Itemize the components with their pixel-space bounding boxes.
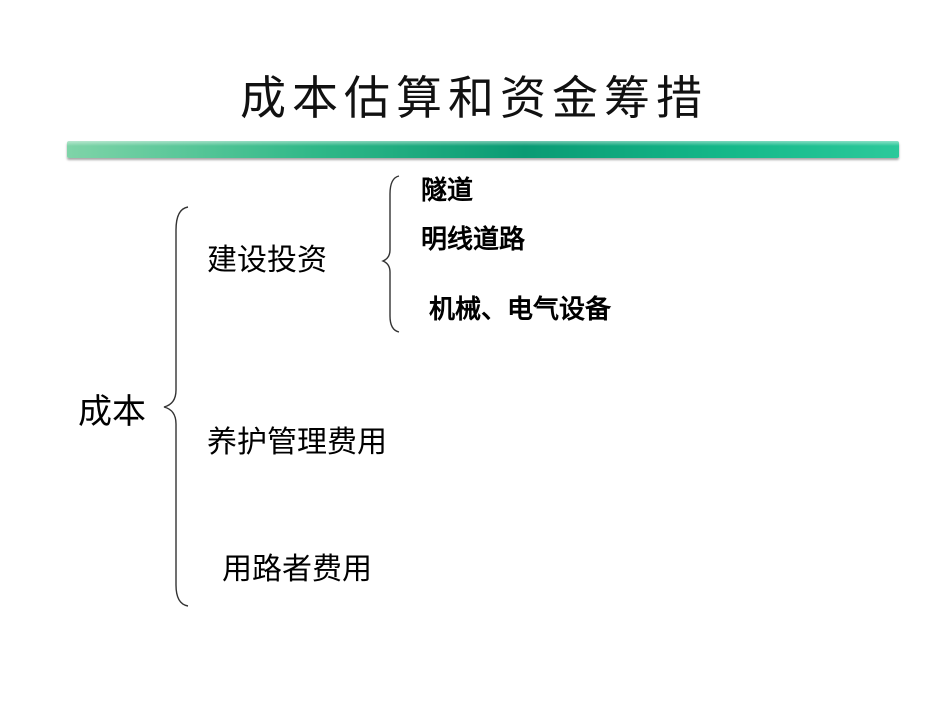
leaf-tunnel: 隧道: [421, 176, 474, 206]
root-brace: [163, 206, 189, 607]
branch-user-cost: 用路者费用: [222, 552, 372, 587]
title-divider-bar: [67, 141, 899, 158]
leaf-mech-elec-equipment: 机械、电气设备: [429, 295, 612, 325]
page-title: 成本估算和资金筹措: [240, 71, 708, 125]
leaf-open-road: 明线道路: [421, 225, 526, 255]
branch-construction-investment: 建设投资: [207, 243, 327, 278]
branch-maintenance-cost: 养护管理费用: [207, 425, 387, 460]
root-node-label: 成本: [78, 392, 146, 432]
investment-brace: [381, 175, 400, 333]
